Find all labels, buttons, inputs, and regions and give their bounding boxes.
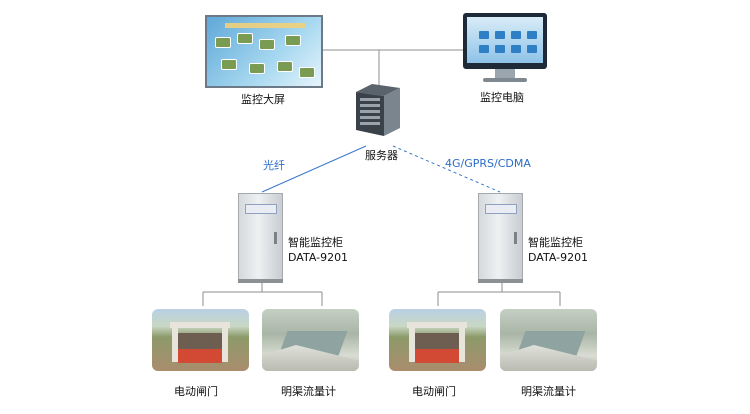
wireless-link-label: 4G/GPRS/CDMA [445,157,531,170]
gate-frame [172,322,178,362]
monitor-app-icon [511,31,521,39]
cabinet-base [478,279,523,283]
screen-tile [249,63,265,74]
flowmeter-right-label: 明渠流量计 [521,385,576,398]
gate-base [415,349,459,363]
screen-tile [277,61,293,72]
screen-title-bar [225,23,305,28]
cabinet-right-model: DATA-9201 [528,251,589,264]
monitor-app-icon [527,45,537,53]
big-screen-image [205,15,323,88]
screen-tile [221,59,237,70]
gate-base [178,349,222,363]
flowmeter-left-label: 明渠流量计 [281,385,336,398]
channel-wall [262,345,359,371]
server-icon [356,84,400,136]
wireless-line [392,145,501,193]
flowmeter-left-photo [262,309,359,371]
monitor-app-icon [527,31,537,39]
cabinet-nameplate [485,204,517,214]
gate-right-photo [389,309,486,371]
cabinet-left-name: 智能监控柜 [288,236,343,249]
screen-tile [259,39,275,50]
monitor-base [483,78,527,82]
cabinet-nameplate [245,204,277,214]
gate-left-photo [152,309,249,371]
flowmeter-right-photo [500,309,597,371]
monitor-stand [495,69,515,78]
cabinet-handle [514,232,517,244]
gate-frame [222,322,228,362]
monitor-app-icon [495,31,505,39]
gate-right-label: 电动闸门 [412,385,456,398]
monitor-pc-label: 监控电脑 [480,91,524,104]
gate-left-label: 电动闸门 [174,385,218,398]
screen-tile [237,33,253,44]
monitor-app-icon [511,45,521,53]
monitor-app-icon [479,31,489,39]
gate-frame [409,322,415,362]
screen-tile [299,67,315,78]
cabinet-right-image [478,193,523,283]
screen-tile [215,37,231,48]
screen-tile [285,35,301,46]
gate-door [178,333,222,349]
cabinet-left-image [238,193,283,283]
monitor-pc-image [463,13,547,69]
monitor-app-icon [479,45,489,53]
cabinet-left-model: DATA-9201 [288,251,349,264]
cabinet-handle [274,232,277,244]
gate-frame [170,322,230,328]
gate-frame [459,322,465,362]
server-label: 服务器 [365,149,398,162]
channel-wall [500,345,597,371]
big-screen-label: 监控大屏 [241,93,285,106]
cabinet-base [238,279,283,283]
monitor-screen [467,17,543,63]
cabinet-right-name: 智能监控柜 [528,236,583,249]
fiber-line [261,145,367,193]
monitor-app-icon [495,45,505,53]
gate-door [415,333,459,349]
fiber-link-label: 光纤 [263,159,285,172]
gate-frame [407,322,467,328]
